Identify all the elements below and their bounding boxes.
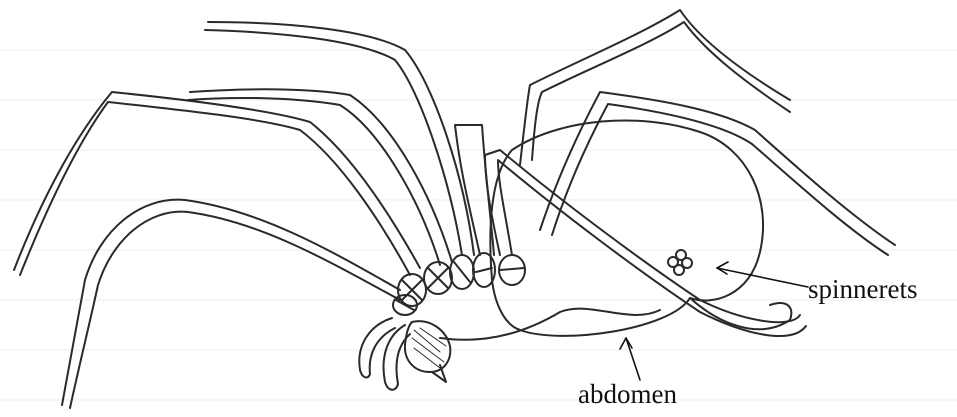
abdomen-label: abdomen — [578, 381, 677, 408]
arrow-abdomen — [620, 338, 640, 380]
leg-4-inner — [208, 22, 474, 255]
leg-3 — [188, 98, 440, 265]
leg-8-inner — [552, 104, 888, 255]
leg-2-inner — [14, 92, 420, 270]
leg-1 — [62, 200, 400, 405]
spinnerets-mark — [668, 250, 692, 275]
leg-2 — [20, 102, 410, 275]
head — [405, 321, 450, 372]
ruled-lines — [0, 50, 957, 400]
leg-3-inner — [190, 89, 452, 262]
arrow-spinnerets — [717, 262, 808, 287]
leg-1-inner — [70, 212, 400, 408]
leg-7-inner — [532, 22, 790, 160]
spinnerets-label: spinnerets — [808, 276, 917, 303]
leg-joints — [393, 253, 525, 315]
pedipalp-left — [359, 318, 395, 377]
leg-6 — [485, 150, 800, 322]
head-shading — [412, 328, 446, 368]
abdomen-outline — [490, 120, 763, 335]
